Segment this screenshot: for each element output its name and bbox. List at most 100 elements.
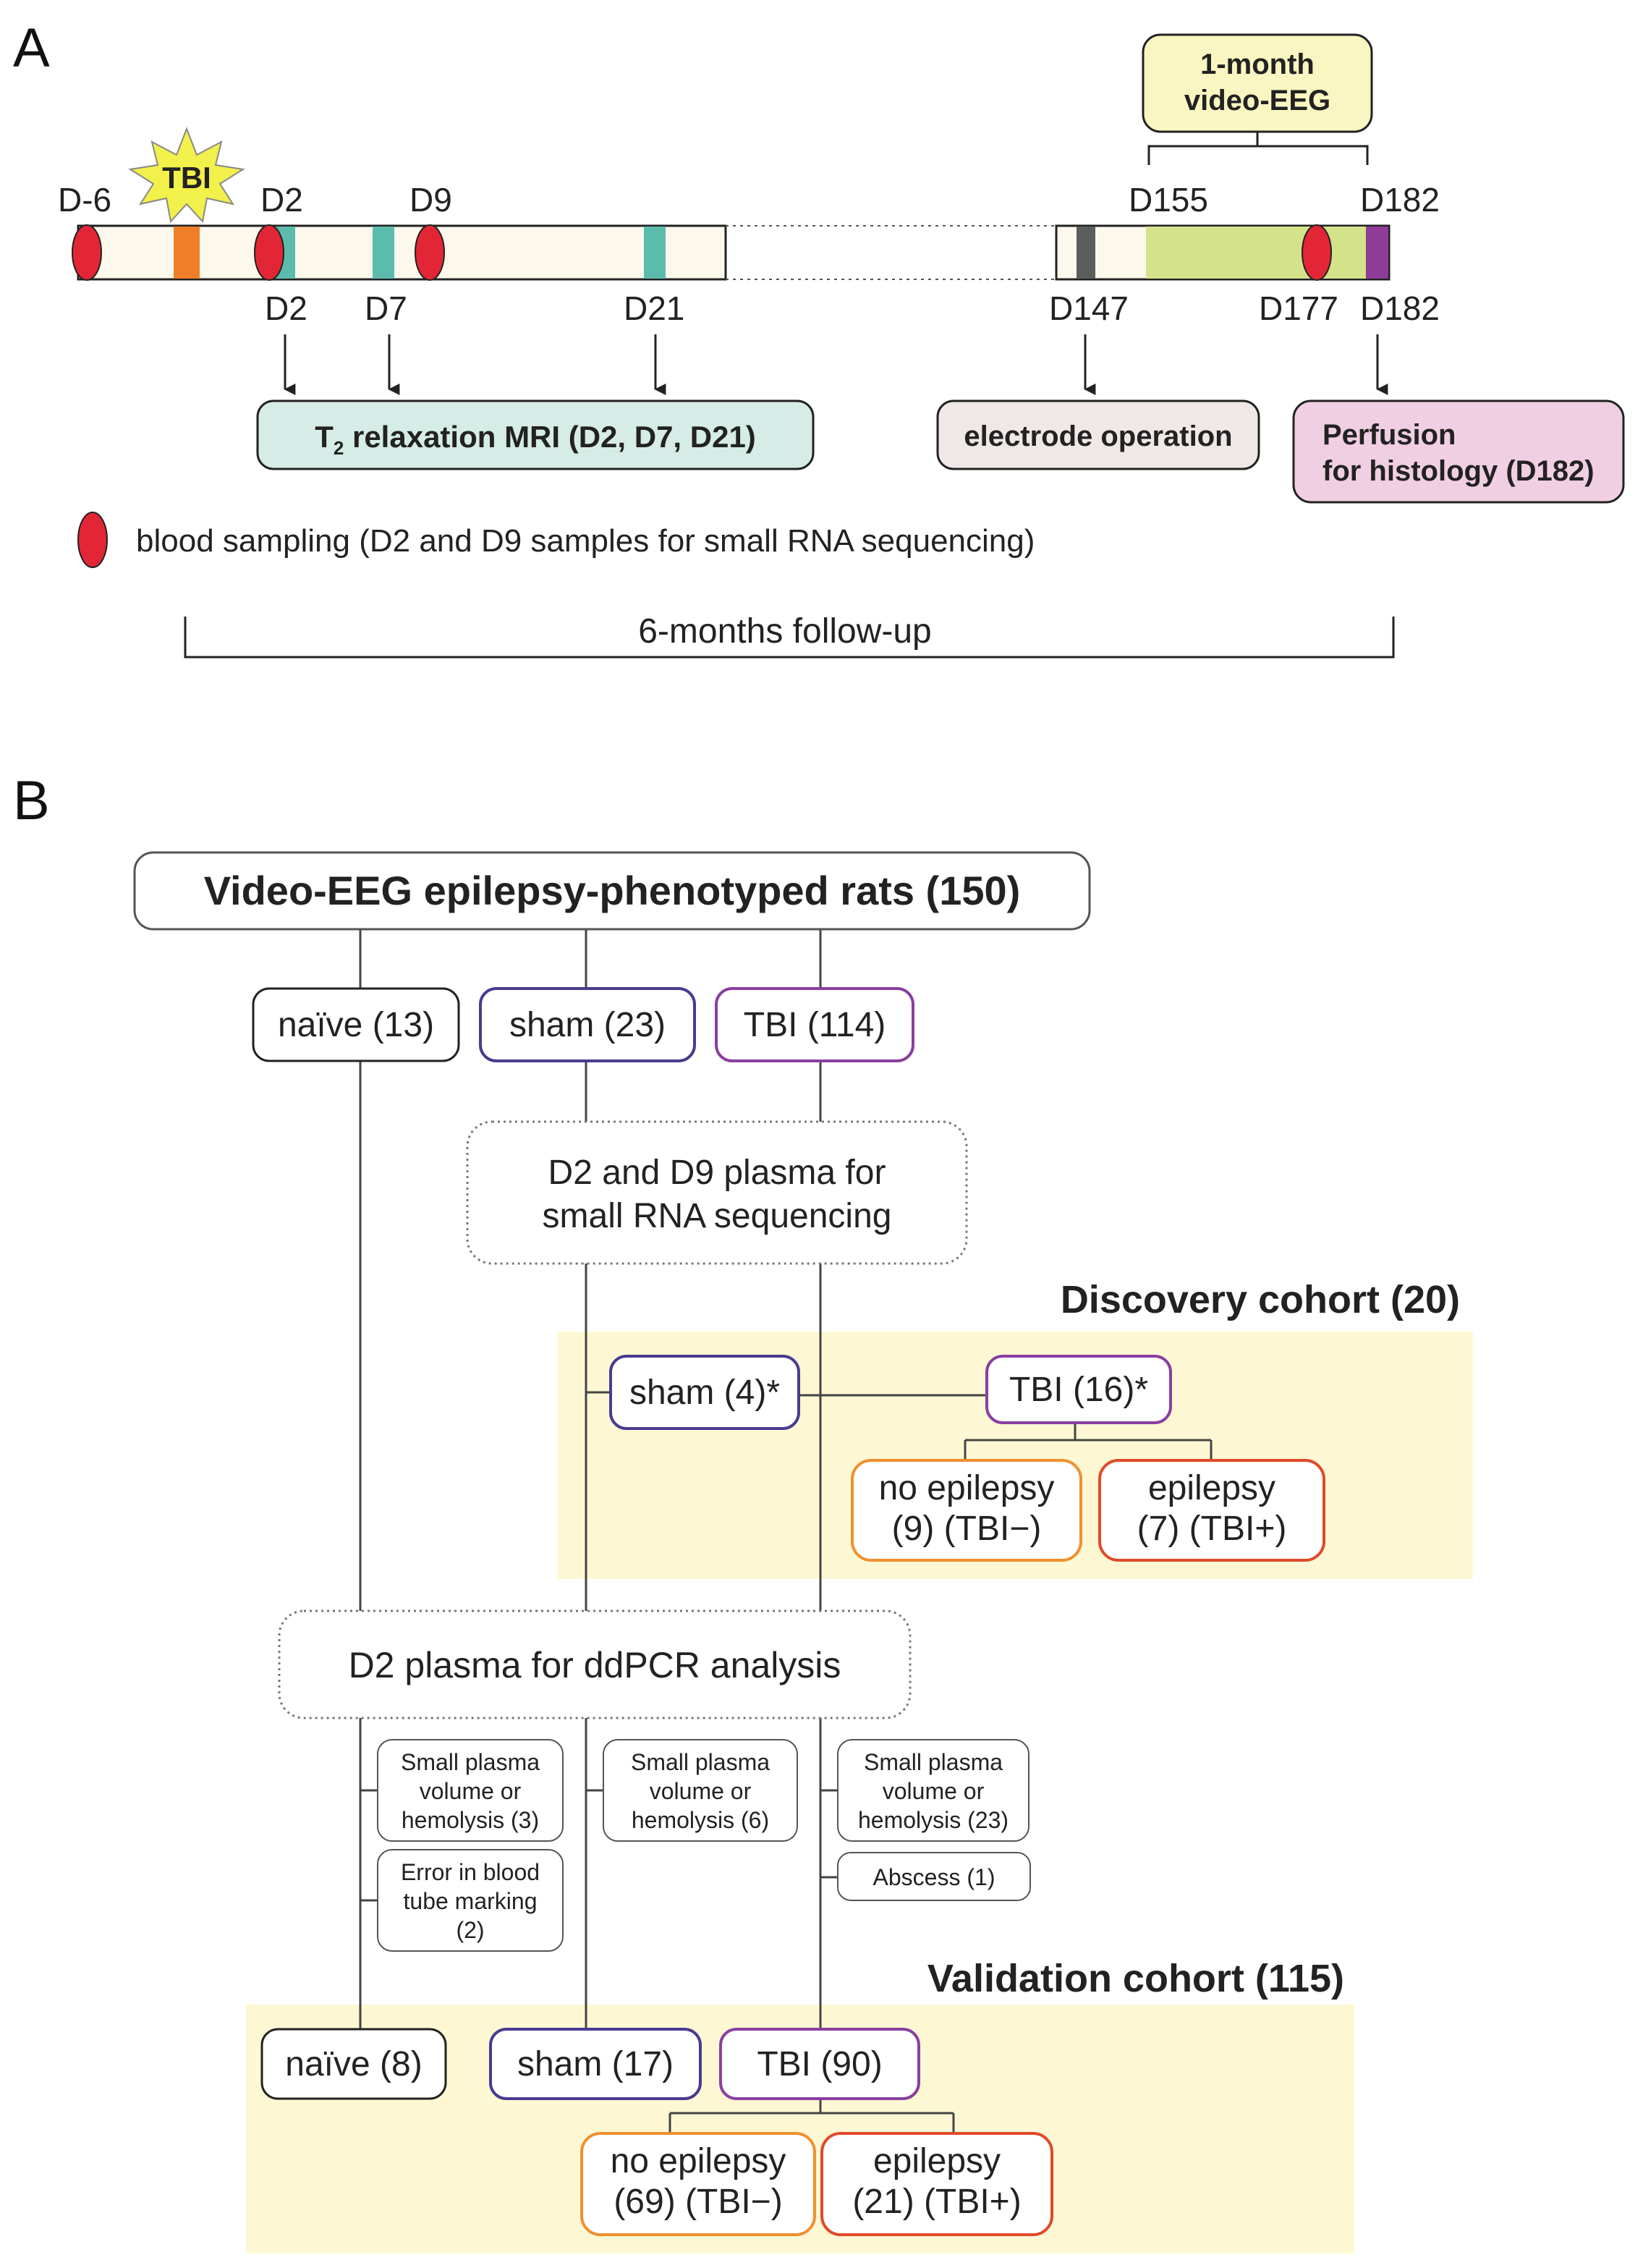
video-eeg-bracket bbox=[1147, 132, 1369, 165]
discovery-no-epilepsy-line1: no epilepsy bbox=[879, 1469, 1055, 1507]
exclusion-tbi-abscess: Abscess (1) bbox=[837, 1852, 1031, 1901]
exclusion-naive-hemolysis-line1: Small plasma bbox=[401, 1749, 540, 1775]
tbi-group-box: TBI (114) bbox=[715, 987, 914, 1062]
sham-group-box: sham (23) bbox=[479, 987, 696, 1062]
legend-blood-text: blood sampling (D2 and D9 samples for sm… bbox=[136, 523, 1035, 559]
validation-epilepsy-box: epilepsy (21) (TBI+) bbox=[820, 2132, 1053, 2236]
timeline-gap bbox=[726, 225, 1056, 280]
tbi-burst: TBI bbox=[128, 127, 245, 224]
validation-no-epilepsy-box: no epilepsy (69) (TBI−) bbox=[580, 2132, 816, 2236]
exclusion-naive-marking-line2: tube marking bbox=[404, 1888, 538, 1914]
validation-tbi-label: TBI (90) bbox=[757, 2045, 882, 2083]
naive-group-box: naïve (13) bbox=[252, 987, 460, 1062]
exclusion-naive-hemolysis-line3: hemolysis (3) bbox=[402, 1807, 539, 1833]
mri-box: T2 relaxation MRI (D2, D7, D21) bbox=[256, 399, 815, 470]
exclusion-sham-hemolysis-line2: volume or bbox=[650, 1778, 752, 1804]
blood-oval-d2 bbox=[254, 224, 284, 281]
exclusion-naive-marking-line1: Error in blood bbox=[401, 1859, 540, 1885]
discovery-no-epilepsy-line2: (9) (TBI−) bbox=[892, 1510, 1042, 1548]
sequencing-line2: small RNA sequencing bbox=[543, 1197, 892, 1235]
timeline-bar-left bbox=[72, 224, 727, 281]
day-d7-bottom: D7 bbox=[365, 289, 407, 327]
day-d9-top: D9 bbox=[409, 181, 452, 219]
exclusion-sham-hemolysis: Small plasma volume or hemolysis (6) bbox=[603, 1739, 798, 1842]
phenotyped-rats-label: Video-EEG epilepsy-phenotyped rats (150) bbox=[204, 868, 1021, 913]
validation-naive-label: naïve (8) bbox=[285, 2045, 422, 2083]
mri-marker-d21 bbox=[644, 227, 666, 279]
perfusion-line2: for histology (D182) bbox=[1323, 455, 1595, 487]
perfusion-box: Perfusion for histology (D182) bbox=[1292, 399, 1625, 504]
perfusion-line1: Perfusion bbox=[1323, 419, 1456, 451]
exclusion-naive-hemolysis: Small plasma volume or hemolysis (3) bbox=[377, 1739, 564, 1842]
exclusion-sham-hemolysis-line3: hemolysis (6) bbox=[632, 1807, 769, 1833]
electrode-box-label: electrode operation bbox=[964, 420, 1232, 452]
exclusion-sham-hemolysis-line1: Small plasma bbox=[631, 1749, 770, 1775]
phenotyped-rats-box: Video-EEG epilepsy-phenotyped rats (150) bbox=[133, 851, 1091, 931]
validation-sham-box: sham (17) bbox=[489, 2028, 702, 2100]
exclusion-tbi-hemolysis-line1: Small plasma bbox=[864, 1749, 1003, 1775]
discovery-epilepsy-box: epilepsy (7) (TBI+) bbox=[1098, 1459, 1325, 1562]
validation-tbi-box: TBI (90) bbox=[719, 2028, 920, 2100]
validation-epilepsy-line2: (21) (TBI+) bbox=[852, 2183, 1021, 2221]
day-d21-bottom: D21 bbox=[624, 289, 684, 327]
day-d177-bottom: D177 bbox=[1259, 289, 1338, 327]
blood-oval-d9 bbox=[415, 224, 445, 281]
ddpcr-label: D2 plasma for ddPCR analysis bbox=[349, 1645, 841, 1685]
day-d155-top: D155 bbox=[1129, 181, 1208, 219]
sequencing-box: D2 and D9 plasma for small RNA sequencin… bbox=[466, 1120, 968, 1265]
exclusion-naive-hemolysis-line2: volume or bbox=[420, 1778, 522, 1804]
discovery-epilepsy-line2: (7) (TBI+) bbox=[1137, 1510, 1287, 1548]
validation-no-epilepsy-line1: no epilepsy bbox=[611, 2142, 786, 2180]
exclusion-naive-marking-line3: (2) bbox=[456, 1917, 484, 1943]
validation-epilepsy-line1: epilepsy bbox=[873, 2142, 1001, 2180]
panel-a-label: A bbox=[13, 17, 50, 79]
sequencing-line1: D2 and D9 plasma for bbox=[548, 1154, 886, 1192]
day-d2-top: D2 bbox=[260, 181, 303, 219]
validation-title: Validation cohort (115) bbox=[927, 1957, 1344, 2000]
discovery-sham-box: sham (4)* bbox=[609, 1355, 800, 1430]
day-d182-top: D182 bbox=[1360, 181, 1440, 219]
mri-marker-d7 bbox=[373, 227, 394, 279]
exclusion-tbi-hemolysis: Small plasma volume or hemolysis (23) bbox=[837, 1739, 1029, 1842]
timeline-arrows bbox=[284, 334, 1388, 395]
validation-sham-label: sham (17) bbox=[517, 2045, 674, 2083]
followup-label: 6-months follow-up bbox=[638, 612, 932, 651]
mri-box-label: T2 relaxation MRI (D2, D7, D21) bbox=[315, 420, 756, 459]
eeg-segment bbox=[1146, 227, 1366, 279]
discovery-sham-label: sham (4)* bbox=[629, 1374, 780, 1412]
discovery-epilepsy-line1: epilepsy bbox=[1148, 1469, 1275, 1507]
d182-marker bbox=[1366, 227, 1388, 279]
day-d147-bottom: D147 bbox=[1049, 289, 1129, 327]
video-eeg-line2: video-EEG bbox=[1184, 85, 1330, 117]
blood-oval-d-6 bbox=[72, 224, 102, 281]
flow-connectors bbox=[359, 929, 1213, 2133]
validation-no-epilepsy-line2: (69) (TBI−) bbox=[614, 2183, 782, 2221]
blood-oval-d177 bbox=[1302, 224, 1332, 281]
day-d182-bottom: D182 bbox=[1360, 289, 1440, 327]
d147-marker bbox=[1077, 227, 1095, 279]
exclusion-naive-marking: Error in blood tube marking (2) bbox=[377, 1849, 564, 1952]
video-eeg-box: 1-month video-EEG bbox=[1142, 33, 1373, 133]
discovery-tbi-box: TBI (16)* bbox=[985, 1355, 1172, 1424]
exclusion-tbi-hemolysis-line3: hemolysis (23) bbox=[858, 1807, 1009, 1833]
video-eeg-line1: 1-month bbox=[1200, 48, 1315, 80]
tbi-group-label: TBI (114) bbox=[744, 1006, 886, 1044]
tbi-burst-label: TBI bbox=[162, 161, 211, 195]
sham-group-label: sham (23) bbox=[509, 1006, 666, 1044]
discovery-title: Discovery cohort (20) bbox=[1061, 1278, 1460, 1321]
legend-blood-oval bbox=[77, 512, 108, 568]
electrode-box: electrode operation bbox=[936, 399, 1260, 470]
tbi-marker bbox=[174, 227, 200, 279]
exclusion-tbi-hemolysis-line2: volume or bbox=[883, 1778, 985, 1804]
timeline-bar-right bbox=[1055, 224, 1391, 281]
day-d-6: D-6 bbox=[58, 181, 111, 219]
day-d2-bottom: D2 bbox=[265, 289, 307, 327]
followup-bracket bbox=[184, 617, 1395, 659]
exclusion-tbi-abscess-label: Abscess (1) bbox=[873, 1864, 995, 1890]
validation-naive-box: naïve (8) bbox=[260, 2028, 447, 2100]
naive-group-label: naïve (13) bbox=[278, 1006, 434, 1044]
discovery-tbi-label: TBI (16)* bbox=[1009, 1371, 1148, 1409]
ddpcr-box: D2 plasma for ddPCR analysis bbox=[278, 1609, 912, 1719]
discovery-no-epilepsy-box: no epilepsy (9) (TBI−) bbox=[851, 1459, 1082, 1562]
